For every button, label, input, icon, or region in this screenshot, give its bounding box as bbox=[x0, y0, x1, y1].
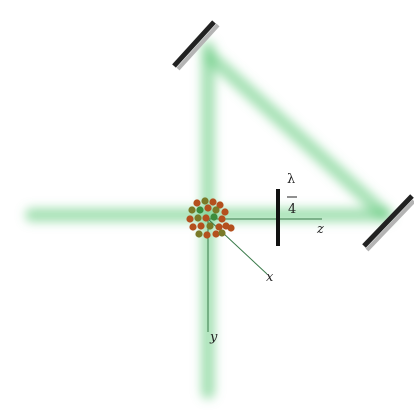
atom bbox=[196, 206, 204, 214]
atom-cloud bbox=[186, 197, 235, 239]
quarter-denominator-label: 4 bbox=[288, 202, 296, 217]
atom bbox=[193, 199, 201, 207]
atom bbox=[212, 206, 220, 214]
atom bbox=[216, 201, 224, 209]
mirror-right bbox=[362, 194, 414, 252]
atom bbox=[221, 208, 229, 216]
atom bbox=[218, 229, 226, 237]
atom bbox=[206, 222, 214, 230]
x-axis-label: x bbox=[266, 270, 274, 285]
atom bbox=[204, 204, 212, 212]
lambda-label: λ bbox=[287, 172, 295, 187]
y-axis-label: y bbox=[209, 330, 218, 345]
atom bbox=[215, 223, 223, 231]
atom bbox=[197, 222, 205, 230]
atom bbox=[188, 206, 196, 214]
beam-diagonal bbox=[205, 51, 389, 219]
atom bbox=[194, 214, 202, 222]
z-axis-label: z bbox=[316, 222, 324, 237]
mirror-top bbox=[172, 20, 220, 71]
atom bbox=[189, 223, 197, 231]
atom bbox=[186, 215, 194, 223]
atom bbox=[209, 198, 217, 206]
atom bbox=[195, 230, 203, 238]
atom bbox=[202, 214, 210, 222]
atom bbox=[201, 197, 209, 205]
atom bbox=[212, 230, 220, 238]
atom bbox=[222, 222, 230, 230]
atom bbox=[218, 215, 226, 223]
atom bbox=[203, 231, 211, 239]
atom bbox=[210, 213, 218, 221]
coordinate-axes bbox=[207, 218, 322, 332]
